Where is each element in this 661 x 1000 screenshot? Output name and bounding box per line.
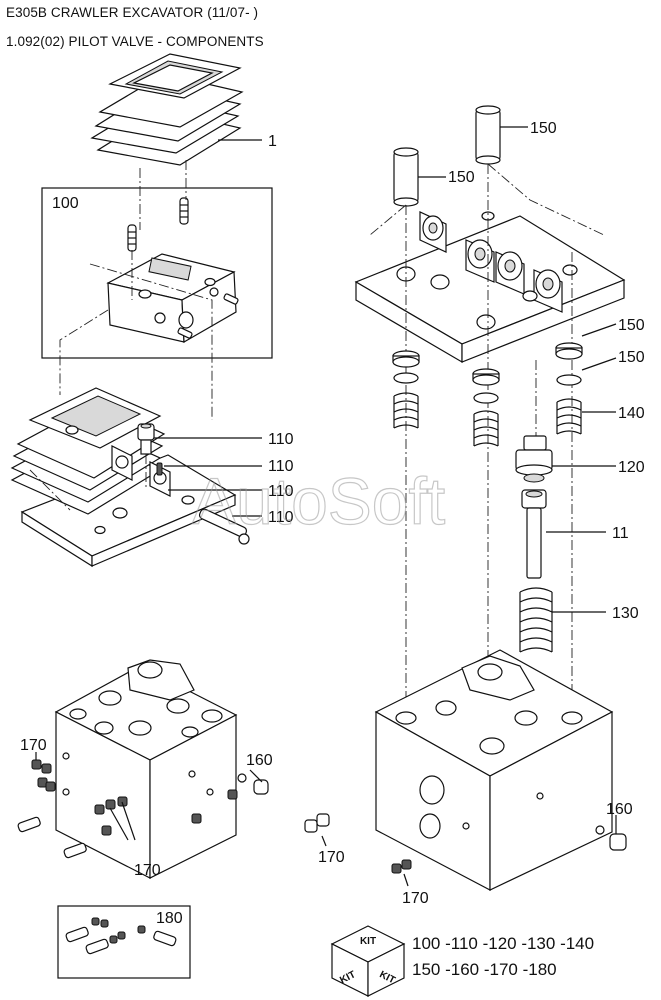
cross-pin[interactable] [198,508,250,545]
spool-11[interactable] [521,489,547,579]
spring-seat-120[interactable] [515,435,553,483]
callout-100: 100 [52,195,79,212]
cap-right-160[interactable] [595,825,627,851]
diagram-subtitle: 1.092(02) PILOT VALVE - COMPONENTS [6,34,264,49]
callout-170-b: 170 [134,862,161,879]
callout-11: 11 [612,525,629,542]
callout-160-b: 160 [606,801,633,818]
kit-parts-line-1: 100 -110 -120 -130 -140 [412,934,594,953]
callout-170-a: 170 [20,737,47,754]
valve-body-right[interactable] [374,649,614,891]
plugs-right-170a[interactable] [304,813,330,833]
callout-150-c: 150 [618,317,645,334]
seal-stack-right[interactable] [555,342,583,435]
seal-stack-left[interactable] [392,350,420,429]
return-spring-130[interactable] [519,587,553,653]
control-plate-assembly[interactable] [10,387,237,568]
hex-socket-bolt[interactable] [137,423,155,455]
callout-110-d: 110 [268,509,294,526]
callout-110-c: 110 [268,483,294,500]
long-plugs-left[interactable] [17,816,87,859]
callout-140: 140 [618,405,645,422]
plugs-left-170b[interactable] [94,789,238,836]
callout-150-d: 150 [618,349,645,366]
plugs-right-170b[interactable] [391,859,412,874]
plunger-150-lower[interactable] [393,147,419,207]
kit-parts-line-2: 150 -160 -170 -180 [412,960,557,979]
kit-box-icon: KIT KIT KIT [330,925,406,997]
callout-150-b: 150 [448,169,475,186]
callout-180: 180 [156,910,183,927]
set-screw-pair[interactable] [127,197,189,252]
small-roll-pin[interactable] [156,462,163,476]
leader-lines [154,126,617,887]
pilot-body-subassembly[interactable] [106,253,237,344]
roll-pins[interactable] [177,293,239,339]
watermark: AutoSoft [192,464,445,538]
plugs-left-170a[interactable] [31,759,56,792]
diagram-title: E305B CRAWLER EXCAVATOR (11/07- ) [6,5,259,20]
kit-180-parts[interactable] [65,917,177,955]
callout-110-b: 110 [268,458,294,475]
callout-160-a: 160 [246,752,273,769]
plunger-150-upper[interactable] [475,105,501,165]
seal-stack-center[interactable] [472,368,500,447]
kit-icon-top-label: KIT [360,936,376,947]
callout-120: 120 [618,459,645,476]
callout-130: 130 [612,605,639,622]
kit-box-100 [41,187,273,359]
callout-170-c: 170 [318,849,345,866]
callout-110-a: 110 [268,431,294,448]
cam-plate[interactable] [354,211,626,364]
callout-1: 1 [268,133,277,150]
cap-left-160[interactable] [237,773,269,795]
kit-box-180 [57,905,191,979]
callout-150-a: 150 [530,120,557,137]
callout-170-d: 170 [402,890,429,907]
rubber-boot-part-1[interactable] [90,53,244,166]
